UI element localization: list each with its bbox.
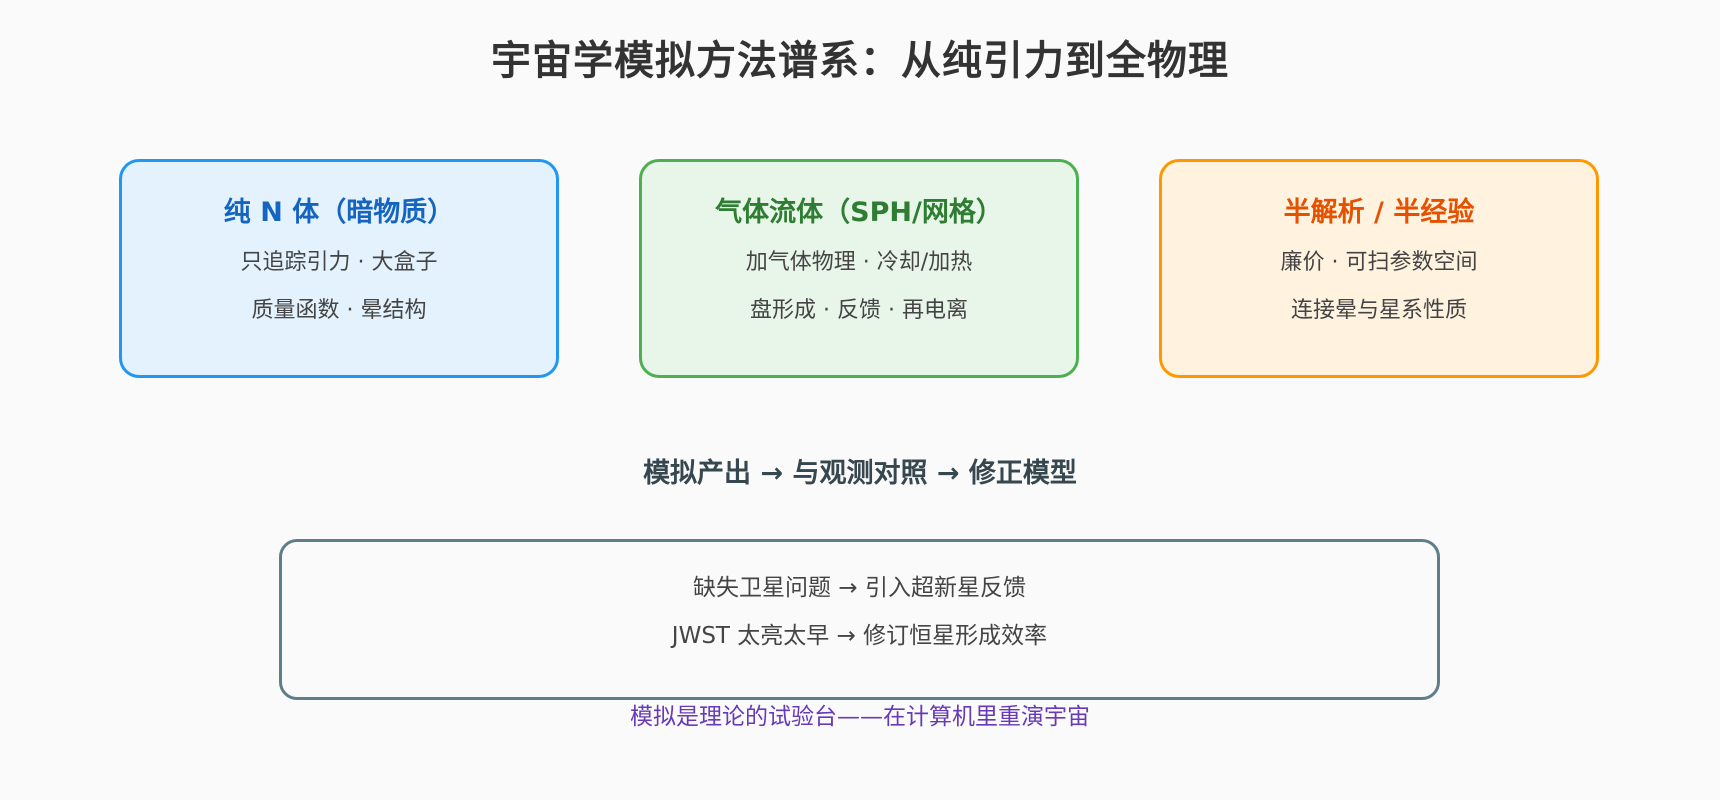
diagram-title: 宇宙学模拟方法谱系：从纯引力到全物理 <box>491 38 1229 84</box>
card-heading: 气体流体（SPH/网格） <box>715 197 1003 228</box>
card-line-2: 质量函数 · 晕结构 <box>251 298 427 323</box>
feedback-line-2: JWST 太亮太早 → 修订恒星形成效率 <box>671 623 1048 649</box>
card-line-1: 加气体物理 · 冷却/加热 <box>745 250 973 275</box>
feedback-box: 缺失卫星问题 → 引入超新星反馈 JWST 太亮太早 → 修订恒星形成效率 <box>279 539 1440 700</box>
card-line-2: 连接晕与星系性质 <box>1290 298 1467 323</box>
card-heading: 纯 N 体（暗物质） <box>223 197 455 228</box>
footer-caption: 模拟是理论的试验台——在计算机里重演宇宙 <box>630 704 1090 730</box>
card-line-1: 廉价 · 可扫参数空间 <box>1280 250 1478 275</box>
card-line-2: 盘形成 · 反馈 · 再电离 <box>750 298 968 323</box>
flow-label: 模拟产出 → 与观测对照 → 修正模型 <box>643 458 1077 489</box>
card-nbody-dark-matter: 纯 N 体（暗物质） 只追踪引力 · 大盒子 质量函数 · 晕结构 <box>119 159 559 378</box>
card-heading: 半解析 / 半经验 <box>1283 197 1475 228</box>
card-gas-hydro: 气体流体（SPH/网格） 加气体物理 · 冷却/加热 盘形成 · 反馈 · 再电… <box>639 159 1079 378</box>
feedback-line-1: 缺失卫星问题 → 引入超新星反馈 <box>693 575 1026 601</box>
card-line-1: 只追踪引力 · 大盒子 <box>240 250 438 275</box>
card-semi-analytic: 半解析 / 半经验 廉价 · 可扫参数空间 连接晕与星系性质 <box>1159 159 1599 378</box>
